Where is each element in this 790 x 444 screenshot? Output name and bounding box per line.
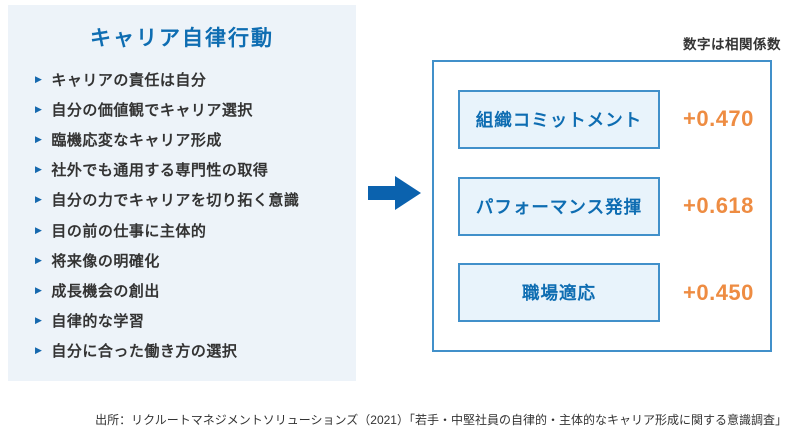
source-citation: 出所：リクルートマネジメントソリューションズ（2021）「若手・中堅社員の自律的… [95, 413, 787, 427]
list-item: ▶ キャリアの責任は自分 [35, 64, 356, 94]
behavior-list: ▶キャリアの責任は自分 ▶自分の価値観でキャリア選択 ▶臨機応変なキャリア形成 … [8, 64, 356, 366]
outcome-row: 組織コミットメント +0.470 [458, 89, 770, 149]
list-item-label: 臨機応変なキャリア形成 [51, 131, 222, 149]
list-item-label: 自分に合った働き方の選択 [51, 343, 238, 361]
list-item: ▶ 将来像の明確化 [35, 245, 356, 275]
list-item: ▶ 社外でも通用する専門性の取得 [35, 155, 356, 185]
list-item-label: 自分の価値観でキャリア選択 [51, 101, 253, 119]
panel-title: キャリア自律行動 [90, 27, 274, 50]
list-item-label: 社外でも通用する専門性の取得 [51, 162, 269, 180]
list-item-label: キャリアの責任は自分 [51, 71, 207, 89]
triangle-bullet-icon: ▶ [35, 133, 43, 144]
list-item: ▶ 成長機会の創出 [35, 275, 356, 305]
correlation-note: 数字は相関係数 [683, 37, 781, 52]
correlation-value: +0.618 [683, 193, 754, 218]
list-item: ▶ 自律的な学習 [35, 306, 356, 336]
triangle-bullet-icon: ▶ [35, 224, 43, 235]
triangle-bullet-icon: ▶ [35, 345, 43, 356]
correlation-value: +0.450 [683, 279, 754, 305]
triangle-bullet-icon: ▶ [35, 103, 43, 114]
outcome-label-box: 職場適応 [458, 263, 660, 323]
list-item-label: 目の前の仕事に主体的 [51, 222, 207, 240]
list-item-label: 自律的な学習 [51, 313, 145, 331]
triangle-bullet-icon: ▶ [35, 284, 43, 295]
right-arrow-icon [368, 176, 421, 210]
outcome-label-box: 組織コミットメント [458, 89, 660, 149]
triangle-bullet-icon: ▶ [35, 73, 43, 84]
list-item: ▶ 自分の価値観でキャリア選択 [35, 94, 356, 124]
career-autonomy-panel: キャリア自律行動 ▶ キャリアの責任は自分 ▶ 自分の価値観でキャリア選択 ▶ 臨機応… [8, 5, 356, 381]
correlation-value: +0.470 [683, 106, 754, 132]
list-item-label: 将来像の明確化 [51, 252, 160, 270]
triangle-bullet-icon: ▶ [35, 194, 43, 205]
list-item-label: 成長機会の創出 [51, 282, 160, 300]
triangle-bullet-icon: ▶ [35, 315, 43, 326]
outcome-row: 職場適応 +0.450 [458, 263, 770, 323]
outcome-row: パフォーマンス発揮 +0.618 [458, 176, 770, 236]
list-item: ▶ 臨機応変なキャリア形成 [35, 124, 356, 154]
list-item: ▶ 自分に合った働き方の選択 [35, 336, 356, 366]
list-item-label: 自分の力でキャリアを切り拓く意識 [51, 192, 300, 210]
triangle-bullet-icon: ▶ [35, 254, 43, 265]
triangle-bullet-icon: ▶ [35, 164, 43, 175]
outcomes-box: 組織コミットメント +0.470 パフォーマンス発揮 +0.618 職場適応 +… [432, 60, 772, 352]
list-item: ▶ 自分の力でキャリアを切り拓く意識 [35, 185, 356, 215]
outcome-label-box: パフォーマンス発揮 [458, 176, 660, 236]
list-item: ▶ 目の前の仕事に主体的 [35, 215, 356, 245]
